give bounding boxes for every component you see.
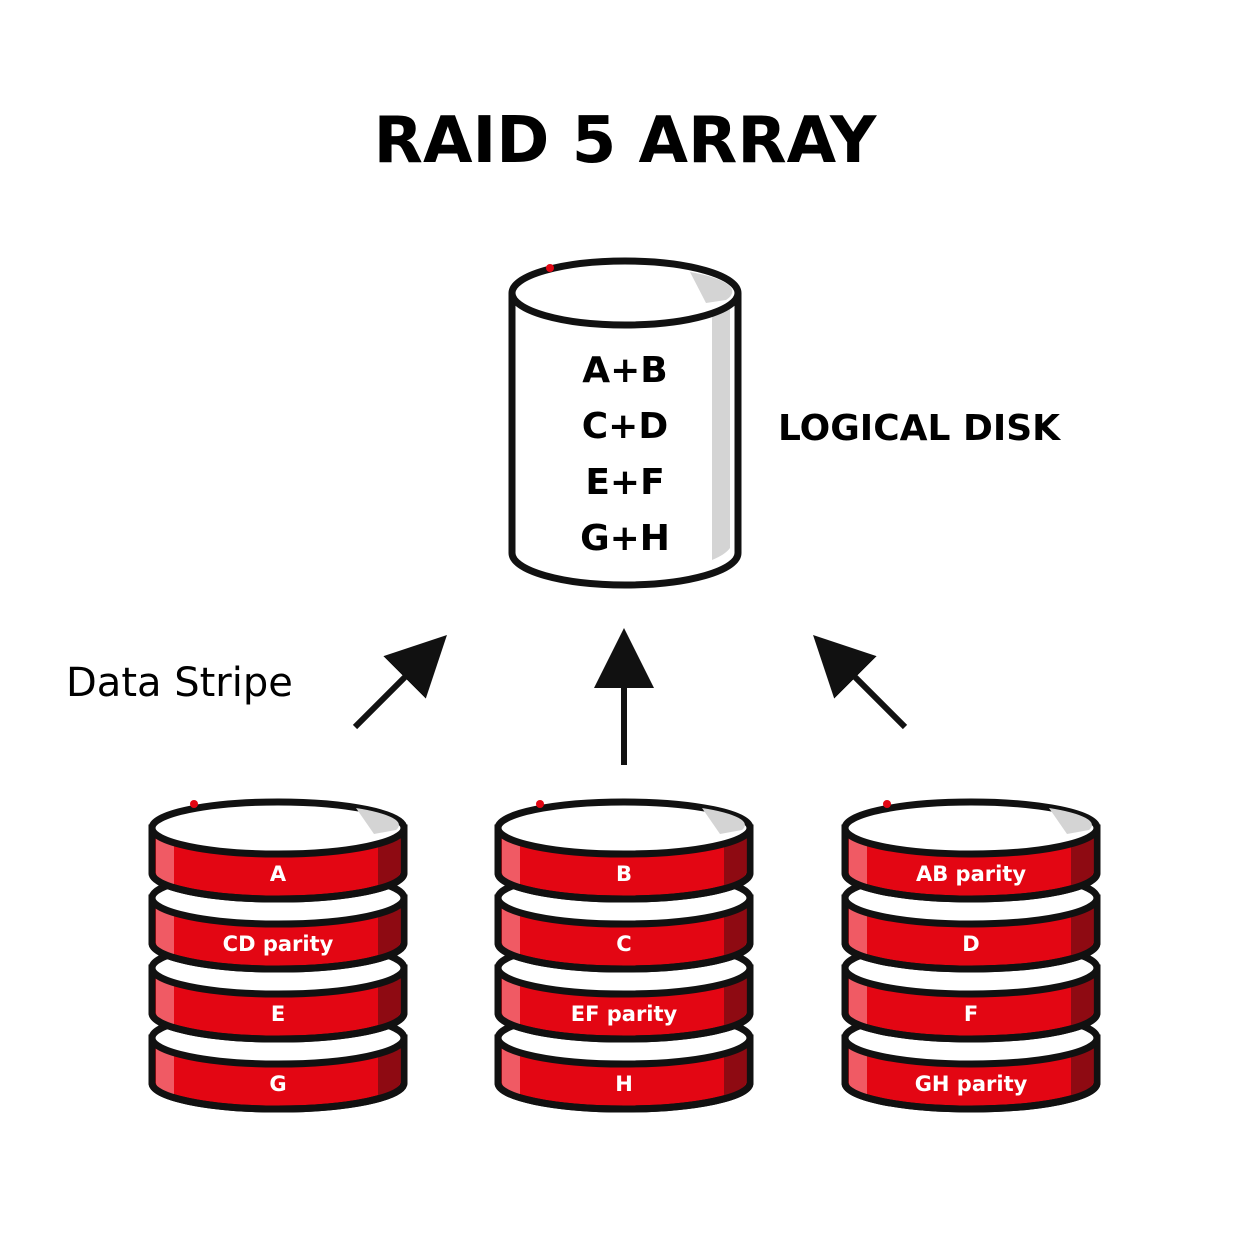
platter-top — [494, 798, 754, 858]
disk-led — [536, 800, 544, 808]
platter: A — [148, 798, 408, 903]
platter-label: EF parity — [571, 1002, 678, 1026]
platter-top — [841, 798, 1101, 858]
platter-top-shadow — [356, 808, 399, 834]
arrow-up-left-icon — [813, 635, 908, 730]
platter-outline — [494, 894, 754, 973]
platter-outline — [841, 964, 1101, 1043]
platter-top-shadow — [702, 808, 745, 834]
logical-line-ef: E+F — [585, 462, 664, 503]
logical-disk-top-shadow — [690, 272, 733, 303]
platter-highlight — [849, 1042, 867, 1096]
physical-disks: G E CD parity A H EF parity C B GH parity F D AB pa… — [148, 798, 1101, 1113]
platter-outline — [494, 824, 754, 903]
platter: AB parity — [841, 798, 1101, 903]
platter-highlight — [502, 1042, 520, 1096]
platter-label: F — [964, 1002, 978, 1026]
platter-label: H — [615, 1072, 633, 1096]
page-title: RAID 5 ARRAY — [374, 104, 877, 178]
platter-highlight — [502, 832, 520, 886]
logical-line-cd: C+D — [582, 406, 668, 447]
platter-outline — [494, 964, 754, 1043]
platter-highlight — [849, 832, 867, 886]
logical-disk-label: LOGICAL DISK — [778, 408, 1061, 449]
platter-outline — [148, 964, 408, 1043]
logical-disk: A+B C+D E+F G+H — [508, 257, 742, 589]
platter-label: CD parity — [223, 932, 334, 956]
platter-outline — [494, 1034, 754, 1113]
disk-stack-2: H EF parity C B — [494, 798, 754, 1113]
logical-disk-shadow — [712, 300, 730, 560]
logical-disk-top — [508, 257, 742, 329]
platter-highlight — [502, 902, 520, 956]
platter-top — [148, 798, 408, 858]
platter-outline — [841, 824, 1101, 903]
logical-disk-body — [508, 293, 742, 589]
platter-top-shadow — [1049, 808, 1092, 834]
logical-line-ab: A+B — [582, 350, 667, 391]
platter-highlight — [502, 972, 520, 1026]
platter-highlight — [156, 832, 174, 886]
platter: B — [494, 798, 754, 903]
platter-highlight — [156, 972, 174, 1026]
platter-highlight — [156, 902, 174, 956]
platter-highlight — [156, 1042, 174, 1096]
platter-outline — [148, 824, 408, 903]
platter-label: AB parity — [916, 862, 1026, 886]
platter-label: E — [271, 1002, 285, 1026]
platter-outline — [841, 894, 1101, 973]
platter-highlight — [849, 972, 867, 1026]
data-stripe-label: Data Stripe — [66, 660, 293, 706]
platter-outline — [148, 894, 408, 973]
logical-disk-led — [546, 264, 554, 272]
platter-outline — [841, 1034, 1101, 1113]
logical-line-gh: G+H — [580, 518, 670, 559]
platter-label: G — [269, 1072, 286, 1096]
disk-stack-1: G E CD parity A — [148, 798, 408, 1113]
platter-label: D — [962, 932, 979, 956]
platter-label: GH parity — [915, 1072, 1028, 1096]
disk-led — [190, 800, 198, 808]
platter: H — [494, 1008, 754, 1113]
platter-label: B — [616, 862, 632, 886]
platter-outline — [148, 1034, 408, 1113]
platter-label: C — [616, 932, 631, 956]
platter-label: A — [270, 862, 287, 886]
platter-highlight — [849, 902, 867, 956]
disk-led — [883, 800, 891, 808]
arrow-up-right-icon — [352, 635, 447, 730]
disk-stack-3: GH parity F D AB parity — [841, 798, 1101, 1113]
